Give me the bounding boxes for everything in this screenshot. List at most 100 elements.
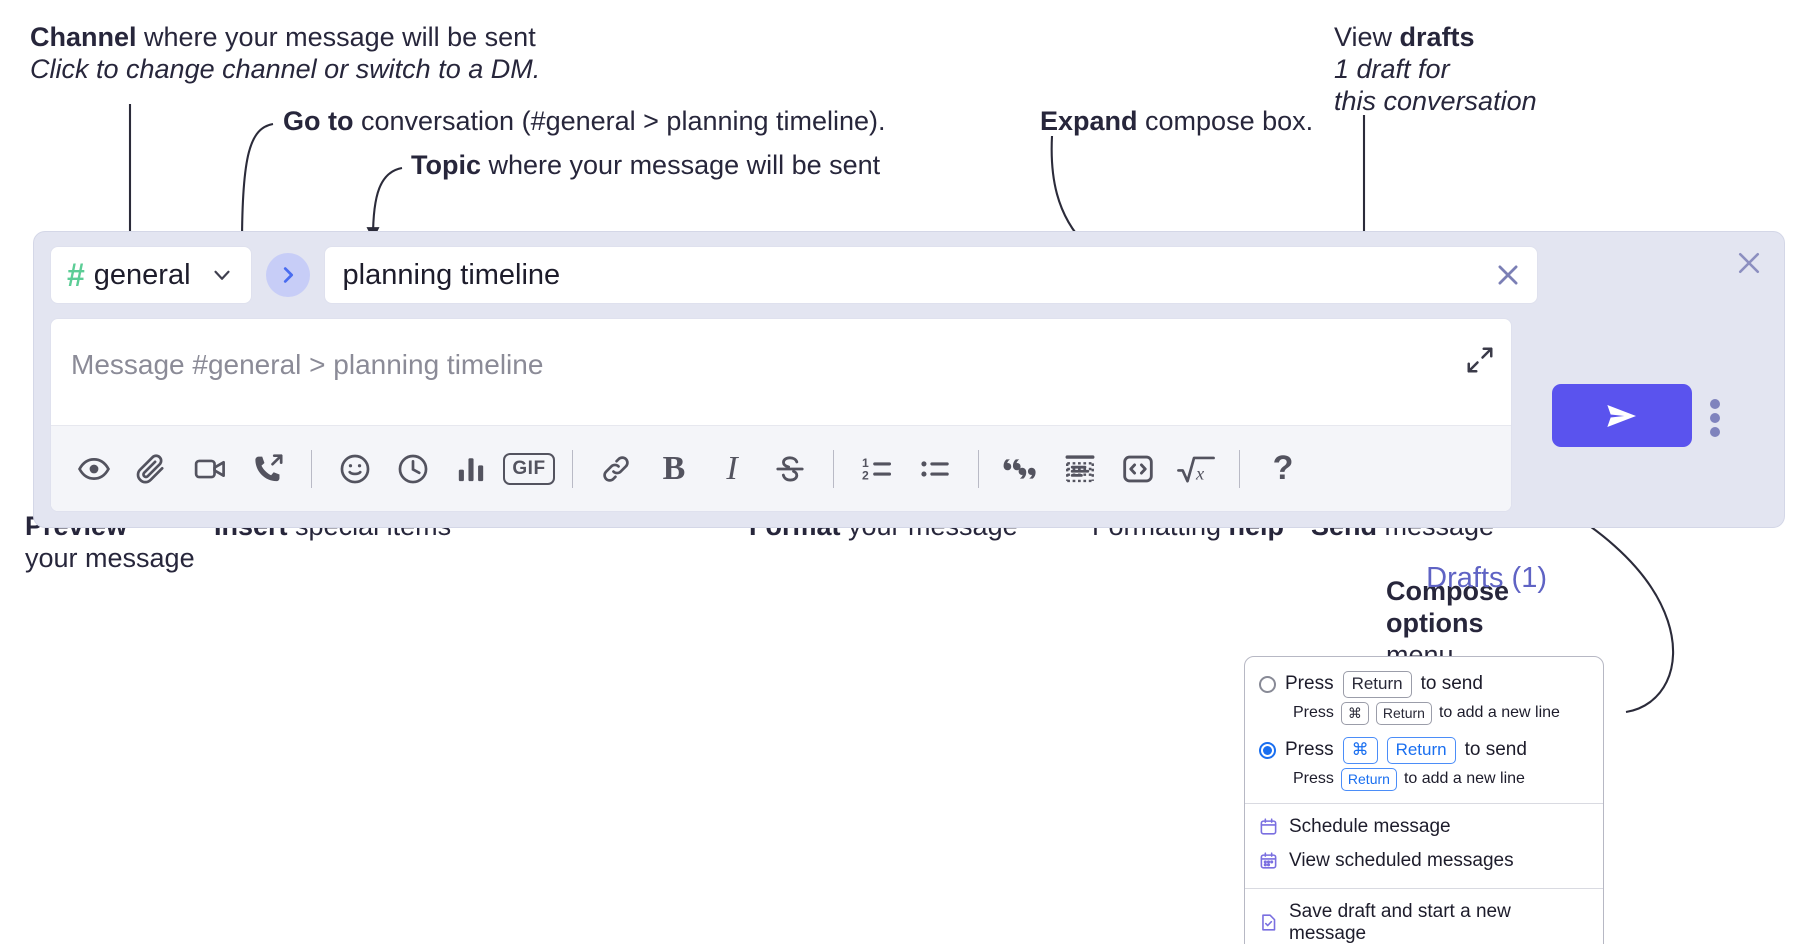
- huddle-icon[interactable]: [239, 440, 297, 498]
- kebab-dot: [1710, 399, 1720, 409]
- annotation-compose-bold2: options: [1386, 607, 1484, 638]
- annotation-drafts-prefix: View: [1334, 22, 1400, 52]
- compose-options-menu: Press Return to send Press ⌘ Return to a…: [1244, 656, 1604, 944]
- chevron-down-icon: [209, 262, 235, 288]
- menu-divider: [1245, 802, 1603, 804]
- annotation-compose-bold1: Compose: [1386, 576, 1510, 606]
- message-placeholder: Message #general > planning timeline: [71, 349, 544, 380]
- annotation-drafts-bold: drafts: [1399, 22, 1475, 52]
- annotation-channel-italic: Click to change channel or switch to a D…: [30, 53, 541, 84]
- annotation-drafts-italic1: 1 draft for: [1334, 53, 1450, 84]
- opt2-sub-press: Press: [1293, 770, 1334, 788]
- calendar-grid-icon: [1259, 851, 1278, 870]
- kbd-cmd: ⌘: [1340, 701, 1369, 725]
- compose-header-row: # general planning timeline: [50, 246, 1538, 304]
- annotation-expand-bold: Expand: [1040, 106, 1138, 136]
- chart-icon[interactable]: [442, 440, 500, 498]
- italic-icon[interactable]: I: [703, 440, 761, 498]
- bulleted-list-icon[interactable]: [906, 440, 964, 498]
- kebab-dot: [1710, 413, 1720, 423]
- annotation-topic-rest: where your message will be sent: [481, 150, 881, 180]
- close-icon[interactable]: [1732, 246, 1766, 280]
- emoji-icon[interactable]: [326, 440, 384, 498]
- clock-icon[interactable]: [384, 440, 442, 498]
- annotation-preview-rest: your message: [25, 542, 195, 573]
- clear-topic-icon[interactable]: [1493, 260, 1523, 290]
- bold-icon[interactable]: B: [645, 440, 703, 498]
- svg-text:2: 2: [862, 468, 869, 482]
- menu-item-label: Save draft and start a new message: [1289, 900, 1511, 944]
- menu-item-view-scheduled[interactable]: View scheduled messages: [1245, 844, 1603, 878]
- gif-label: GIF: [503, 452, 555, 485]
- blockquote-icon[interactable]: [993, 440, 1051, 498]
- opt2-press: Press: [1285, 739, 1334, 761]
- message-input[interactable]: Message #general > planning timeline: [51, 319, 1511, 426]
- menu-item-label: Schedule message: [1289, 815, 1451, 837]
- menu-item-save-draft[interactable]: Save draft and start a new message: [1245, 895, 1603, 944]
- annotation-expand-rest: compose box.: [1137, 106, 1314, 136]
- radio-cmd-return[interactable]: [1259, 741, 1276, 759]
- opt1-tosend: to send: [1420, 673, 1483, 695]
- opt1-press: Press: [1285, 673, 1334, 695]
- send-option-return-hint: Press ⌘ Return to add a new line: [1245, 700, 1603, 727]
- strikethrough-icon[interactable]: [761, 440, 819, 498]
- kbd-return-sm: Return: [1375, 701, 1432, 725]
- kebab-dot: [1710, 427, 1720, 437]
- send-option-cmd-return[interactable]: Press ⌘ Return to send: [1245, 735, 1603, 766]
- gif-icon[interactable]: GIF: [500, 440, 558, 498]
- drafts-link[interactable]: Drafts (1): [1426, 562, 1547, 594]
- document-check-icon: [1259, 913, 1278, 932]
- send-button[interactable]: [1552, 384, 1692, 447]
- message-box: Message #general > planning timeline: [50, 318, 1512, 512]
- opt2-sub-rest: to add a new line: [1403, 770, 1525, 788]
- compose-panel: # general planning timeline Message #gen…: [33, 231, 1785, 594]
- svg-text:1: 1: [862, 455, 869, 469]
- toolbar-separator: [572, 449, 573, 488]
- toolbar-separator: [1239, 449, 1240, 488]
- annotation-channel-rest: where your message will be sent: [136, 22, 536, 52]
- annotation-expand: Expand compose box.: [1040, 106, 1313, 138]
- annotation-goto-rest: conversation (#general > planning timeli…: [353, 106, 886, 136]
- expand-icon[interactable]: [1465, 345, 1495, 375]
- annotation-channel: Channel where your message will be sent …: [30, 22, 540, 86]
- opt1-sub-press: Press: [1293, 704, 1334, 722]
- video-icon[interactable]: [181, 440, 239, 498]
- inline-code-icon[interactable]: [1109, 440, 1167, 498]
- opt1-sub-rest: to add a new line: [1438, 704, 1560, 722]
- kbd-return-blue-sm: Return: [1340, 767, 1397, 791]
- math-icon[interactable]: x: [1167, 440, 1225, 498]
- calendar-icon: [1259, 817, 1278, 836]
- compose-options-button[interactable]: [1698, 396, 1732, 440]
- menu-divider: [1245, 887, 1603, 889]
- annotation-topic-bold: Topic: [411, 150, 481, 180]
- formatting-toolbar: GIF B I: [51, 425, 1511, 511]
- annotation-drafts-italic2: this conversation: [1334, 85, 1537, 116]
- menu-item-schedule-message[interactable]: Schedule message: [1245, 810, 1603, 844]
- annotation-goto-bold: Go to: [283, 106, 354, 136]
- hash-icon: #: [67, 257, 85, 293]
- kbd-return: Return: [1342, 671, 1412, 698]
- toolbar-separator: [833, 449, 834, 488]
- toolbar-separator: [311, 449, 312, 488]
- annotation-drafts: View drafts 1 draft for this conversatio…: [1334, 22, 1537, 118]
- topic-value: planning timeline: [342, 258, 561, 291]
- channel-name: general: [93, 258, 191, 291]
- send-option-return[interactable]: Press Return to send: [1245, 669, 1603, 700]
- svg-text:x: x: [1195, 463, 1205, 483]
- annotation-goto: Go to conversation (#general > planning …: [283, 106, 886, 138]
- opt2-tosend: to send: [1464, 739, 1527, 761]
- link-icon[interactable]: [587, 440, 645, 498]
- send-option-cmd-return-hint: Press Return to add a new line: [1245, 766, 1603, 793]
- radio-return[interactable]: [1259, 675, 1276, 693]
- help-glyph: ?: [1272, 449, 1294, 487]
- preview-icon[interactable]: [65, 440, 123, 498]
- code-block-icon[interactable]: [1051, 440, 1109, 498]
- help-icon[interactable]: ?: [1254, 440, 1312, 498]
- topic-input[interactable]: planning timeline: [323, 246, 1538, 304]
- attachment-icon[interactable]: [123, 440, 181, 498]
- annotation-topic: Topic where your message will be sent: [411, 150, 880, 182]
- channel-selector[interactable]: # general: [50, 246, 252, 304]
- goto-conversation-button[interactable]: [265, 253, 310, 297]
